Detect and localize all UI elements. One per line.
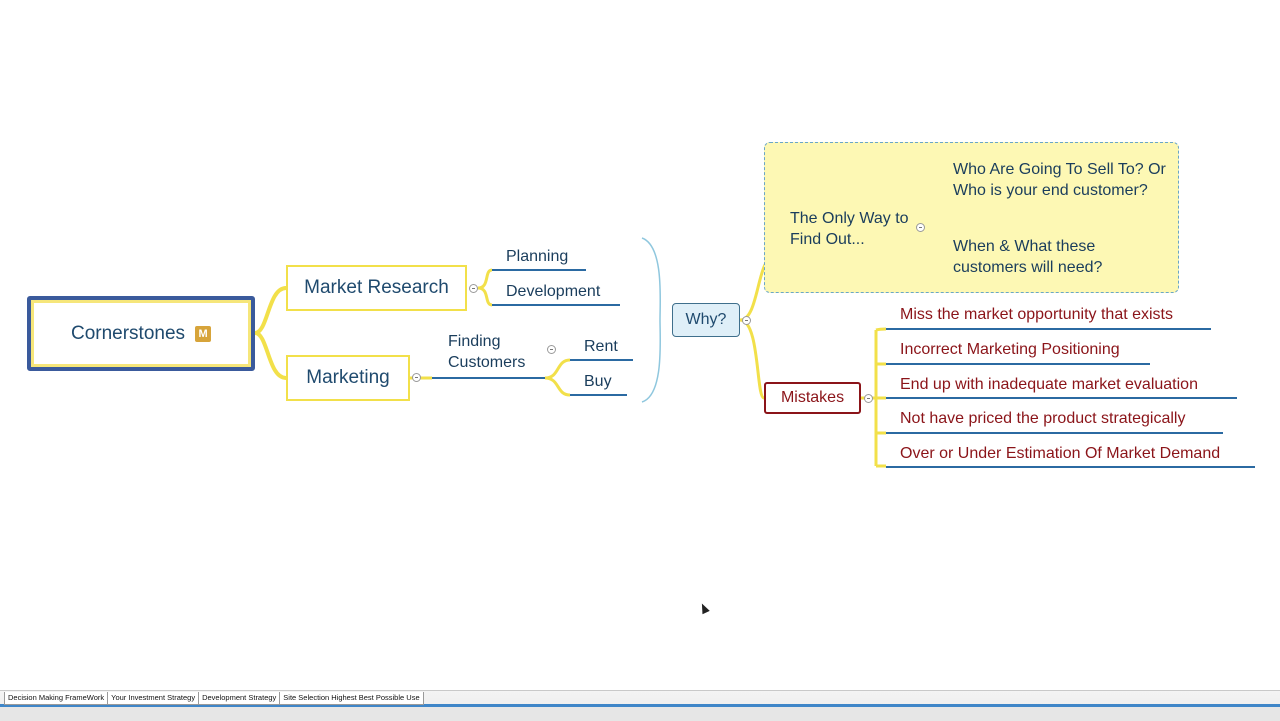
topic-label: Marketing <box>306 367 390 388</box>
topic-why[interactable]: Why? <box>672 303 740 337</box>
mistake-item[interactable]: Not have priced the product strategicall… <box>900 410 1186 427</box>
mind-map-canvas[interactable]: Cornerstones M Market Research Planning … <box>0 0 1280 690</box>
subtopic-finding-customers[interactable]: Finding Customers <box>448 333 526 371</box>
topic-label: Mistakes <box>780 389 845 406</box>
collapse-toggle-icon[interactable] <box>742 316 751 325</box>
topic-marketing[interactable]: Marketing <box>286 355 410 401</box>
tab-row: Decision Making FrameWork Your Investmen… <box>4 692 424 705</box>
tab-bar-accent <box>0 704 1280 707</box>
topic-mistakes[interactable]: Mistakes <box>764 382 861 414</box>
mistake-item[interactable]: Incorrect Marketing Positioning <box>900 341 1120 358</box>
subtopic-when-what[interactable]: When & What these customers will need? <box>953 238 1103 276</box>
root-topic-cornerstones[interactable]: Cornerstones M <box>27 296 255 371</box>
subtopic-buy[interactable]: Buy <box>584 373 612 390</box>
mistake-item[interactable]: Miss the market opportunity that exists <box>900 306 1173 323</box>
marker-badge-icon[interactable]: M <box>195 325 212 342</box>
tab-decision-making-framework[interactable]: Decision Making FrameWork <box>4 692 109 705</box>
collapse-toggle-icon[interactable] <box>864 394 873 403</box>
tab-your-investment-strategy[interactable]: Your Investment Strategy <box>107 692 200 705</box>
tab-site-selection[interactable]: Site Selection Highest Best Possible Use <box>279 692 424 705</box>
sheet-tab-bar: Decision Making FrameWork Your Investmen… <box>0 690 1280 721</box>
subtopic-only-way[interactable]: The Only Way to Find Out... <box>790 210 909 248</box>
subtopic-development[interactable]: Development <box>506 283 601 300</box>
mistake-item[interactable]: Over or Under Estimation Of Market Deman… <box>900 445 1221 462</box>
boundary-cluster <box>764 142 1179 293</box>
topic-market-research[interactable]: Market Research <box>286 265 467 311</box>
topic-label: Why? <box>685 311 727 328</box>
collapse-toggle-icon[interactable] <box>916 223 925 232</box>
subtopic-who-sell-to[interactable]: Who Are Going To Sell To? Or Who is your… <box>953 161 1166 199</box>
tab-development-strategy[interactable]: Development Strategy <box>198 692 281 705</box>
subtopic-rent[interactable]: Rent <box>584 338 618 355</box>
subtopic-planning[interactable]: Planning <box>506 248 569 265</box>
collapse-toggle-icon[interactable] <box>412 373 421 382</box>
topic-label: Market Research <box>304 277 449 298</box>
mistake-item[interactable]: End up with inadequate market evaluation <box>900 376 1198 393</box>
collapse-toggle-icon[interactable] <box>547 345 556 354</box>
tab-bar-footer <box>0 707 1280 721</box>
collapse-toggle-icon[interactable] <box>469 284 478 293</box>
root-topic-label: Cornerstones <box>70 322 186 344</box>
